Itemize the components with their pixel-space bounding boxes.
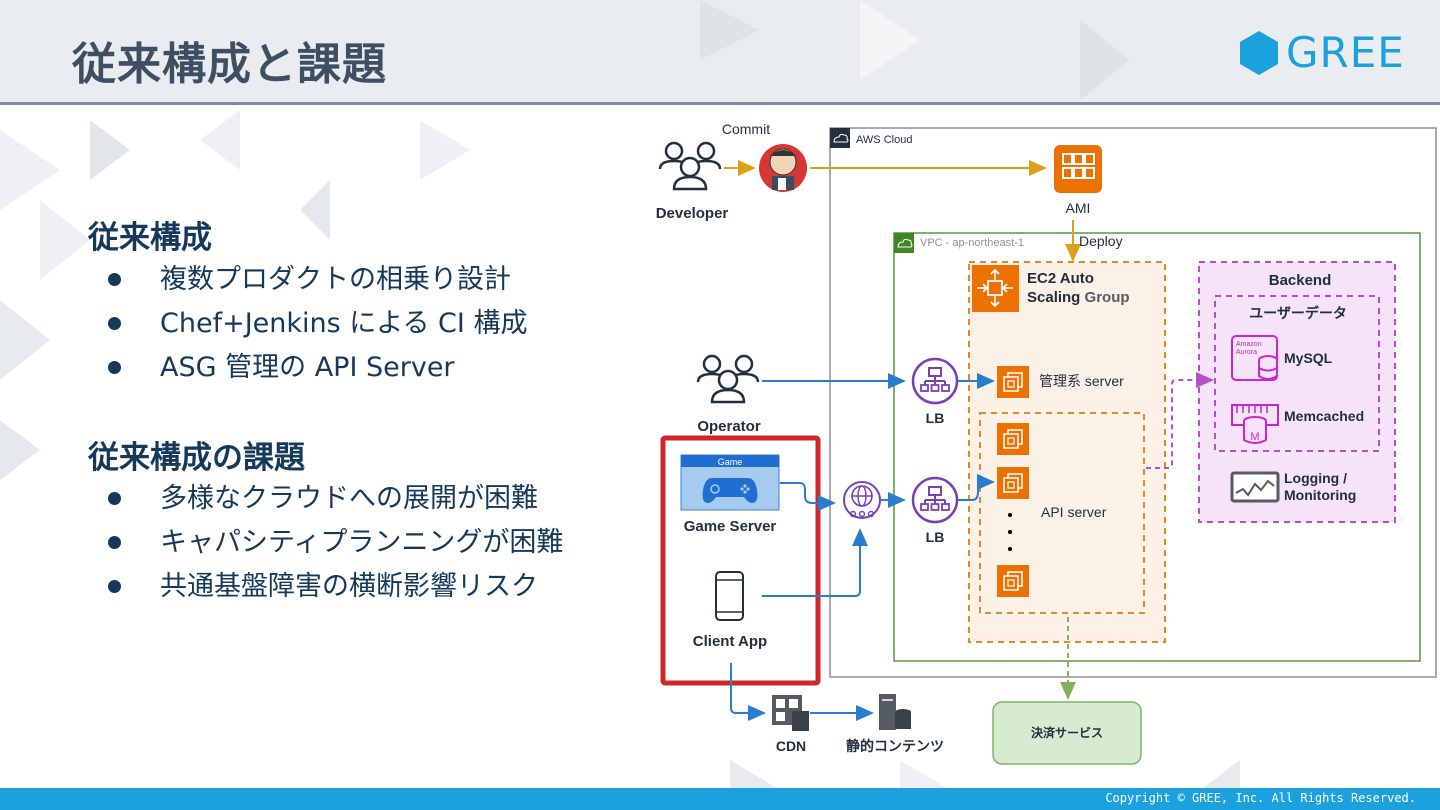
- load-balancer-icon: [911, 357, 959, 405]
- slide-title: 従来構成と課題: [72, 39, 387, 90]
- cloud-icon: [830, 128, 850, 148]
- ellipsis-dot: [1008, 547, 1012, 551]
- aurora-mysql-icon: Amazon Aurora: [1231, 335, 1278, 381]
- admin-server-ec2-icon: [996, 365, 1030, 399]
- ami-icon: [1054, 145, 1102, 193]
- client-highlight-box: [660, 435, 821, 686]
- logo-text: GREE: [1286, 28, 1405, 77]
- ellipsis-dot: [1008, 530, 1012, 534]
- bullet-icon: [108, 273, 121, 286]
- game-server-label: Game Server: [684, 518, 777, 535]
- bullet-icon: [108, 361, 121, 374]
- user-data-group: [1214, 295, 1380, 452]
- lb-label: LB: [926, 410, 945, 426]
- copyright-text: Copyright © GREE, Inc. All Rights Reserv…: [1105, 791, 1416, 805]
- memcached-label: Memcached: [1284, 408, 1364, 424]
- slide-footer: Copyright © GREE, Inc. All Rights Reserv…: [0, 788, 1440, 810]
- api-server-label: API server: [1041, 504, 1107, 520]
- cdn-icon: [772, 695, 809, 731]
- list-item: 複数プロダクトの相乗り設計: [108, 258, 527, 302]
- header-divider: [0, 102, 1440, 105]
- lb-label: LB: [926, 529, 945, 545]
- api-server-ec2-icon: [996, 422, 1030, 456]
- load-balancer-icon: [911, 476, 959, 524]
- monitoring-label: Monitoring: [1284, 487, 1356, 503]
- developer-icon: [658, 141, 722, 191]
- issues-list: 多様なクラウドへの展開が困難 キャパシティプランニングが困難 共通基盤障害の横断…: [108, 477, 563, 609]
- gree-logo: GREE: [1238, 30, 1405, 76]
- section-heading-issues: 従来構成の課題: [88, 440, 305, 476]
- svg-text:M: M: [1250, 431, 1259, 443]
- backend-label: Backend: [1269, 272, 1332, 289]
- game-server-icon: Game: [680, 454, 780, 511]
- api-server-ec2-icon: [996, 564, 1030, 598]
- operator-label: Operator: [697, 418, 761, 435]
- bullet-icon: [108, 492, 121, 505]
- static-storage-icon: [879, 694, 911, 730]
- monitoring-icon: [1230, 471, 1280, 503]
- mysql-label: MySQL: [1284, 350, 1333, 366]
- static-contents-label: 静的コンテンツ: [846, 738, 944, 754]
- user-data-label: ユーザーデータ: [1249, 305, 1347, 321]
- list-item: 共通基盤障害の横断影響リスク: [108, 565, 563, 609]
- list-item: 多様なクラウドへの展開が困難: [108, 477, 563, 521]
- logging-label: Logging /: [1284, 470, 1347, 486]
- list-item: キャパシティプランニングが困難: [108, 521, 563, 565]
- list-item: Chef+Jenkins による CI 構成: [108, 302, 527, 346]
- api-server-group: [979, 412, 1145, 614]
- bullet-icon: [108, 536, 121, 549]
- client-app-label: Client App: [693, 633, 767, 650]
- mobile-phone-icon: [715, 571, 744, 621]
- ellipsis-dot: [1008, 513, 1012, 517]
- jenkins-icon: [759, 144, 807, 192]
- bullet-icon: [108, 317, 121, 330]
- ami-label: AMI: [1066, 200, 1091, 216]
- api-server-ec2-icon: [996, 466, 1030, 500]
- vpc-cloud-icon: [894, 233, 914, 253]
- admin-server-label: 管理系 server: [1039, 373, 1124, 389]
- svg-text:Aurora: Aurora: [1236, 349, 1257, 356]
- backend-group: Backend ユーザーデータ Amazon Aurora MySQL M Me…: [1198, 261, 1396, 523]
- section-heading-current: 従来構成: [88, 220, 212, 256]
- slide-header: 従来構成と課題 GREE: [0, 0, 1440, 103]
- payment-service-box: [992, 701, 1142, 765]
- auto-scaling-icon: [972, 265, 1019, 312]
- vpc-label: VPC - ap-northeast-1: [920, 237, 1024, 249]
- cdn-label: CDN: [776, 738, 806, 754]
- svg-text:Amazon: Amazon: [1236, 341, 1262, 348]
- svg-text:Game: Game: [718, 457, 743, 467]
- asg-label-line2: Scaling Group: [1027, 289, 1130, 306]
- bullet-icon: [108, 580, 121, 593]
- commit-label: Commit: [722, 121, 770, 137]
- vpc-group: VPC - ap-northeast-1: [893, 232, 1421, 662]
- memcached-icon: M: [1231, 404, 1279, 444]
- aws-cloud-label: AWS Cloud: [856, 134, 912, 146]
- developer-label: Developer: [656, 205, 729, 222]
- current-architecture-list: 複数プロダクトの相乗り設計 Chef+Jenkins による CI 構成 ASG…: [108, 258, 527, 390]
- asg-label-line1: EC2 Auto: [1027, 270, 1094, 287]
- internet-gateway-icon: [843, 481, 881, 519]
- deploy-label: Deploy: [1079, 233, 1123, 249]
- payment-service-label: 決済サービス: [1031, 725, 1103, 740]
- auto-scaling-group: EC2 Auto Scaling Group 管理系 server API se…: [968, 261, 1166, 643]
- operator-icon: [696, 354, 760, 404]
- hexagon-logo-icon: [1240, 31, 1278, 75]
- list-item: ASG 管理の API Server: [108, 346, 527, 390]
